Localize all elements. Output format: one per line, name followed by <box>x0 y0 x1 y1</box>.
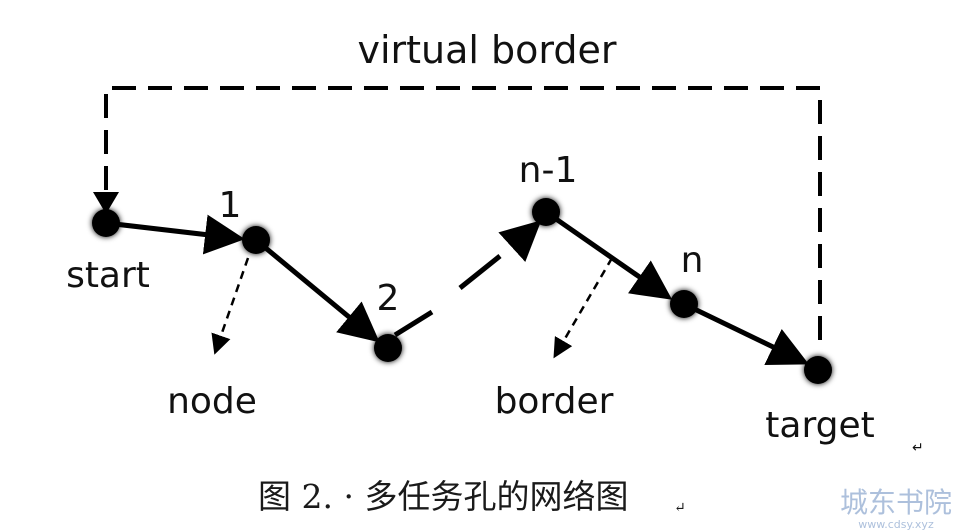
label-border: border <box>495 381 614 422</box>
figure-caption: 图 2. · 多任务孔的网络图 <box>258 477 628 516</box>
node-pointer-arrow <box>211 257 250 355</box>
node-n <box>670 290 698 318</box>
edge-gap-dash <box>458 254 502 290</box>
label-start: start <box>66 255 150 296</box>
edge-1-2 <box>254 238 380 343</box>
diagram-title: virtual border <box>357 28 616 72</box>
label-node: node <box>167 381 257 422</box>
corner-mark: ↵ <box>912 440 924 456</box>
watermark-url: www.cdsy.xyz <box>858 518 934 531</box>
node-target <box>804 356 832 384</box>
node-2 <box>374 334 402 362</box>
virtual-border-path <box>104 86 822 340</box>
caption-mark: ↵ <box>674 500 686 516</box>
border-pointer-arrow <box>553 257 614 359</box>
node-1 <box>242 226 270 254</box>
label-1: 1 <box>219 185 242 226</box>
node-start <box>92 209 120 237</box>
edge-nm1-n <box>544 209 673 300</box>
node-n-minus-1 <box>532 198 560 226</box>
label-n: n <box>681 240 704 281</box>
label-2: 2 <box>377 278 400 319</box>
watermark-text: 城东书院 <box>840 486 952 519</box>
virtual-border-arrowhead <box>93 192 119 214</box>
edge-2-gap <box>393 309 434 338</box>
label-n-minus-1: n-1 <box>519 150 578 191</box>
label-target: target <box>765 405 874 446</box>
edge-start-1 <box>105 214 245 255</box>
edge-n-target <box>682 301 810 365</box>
edge-gap-nm1 <box>498 220 542 262</box>
